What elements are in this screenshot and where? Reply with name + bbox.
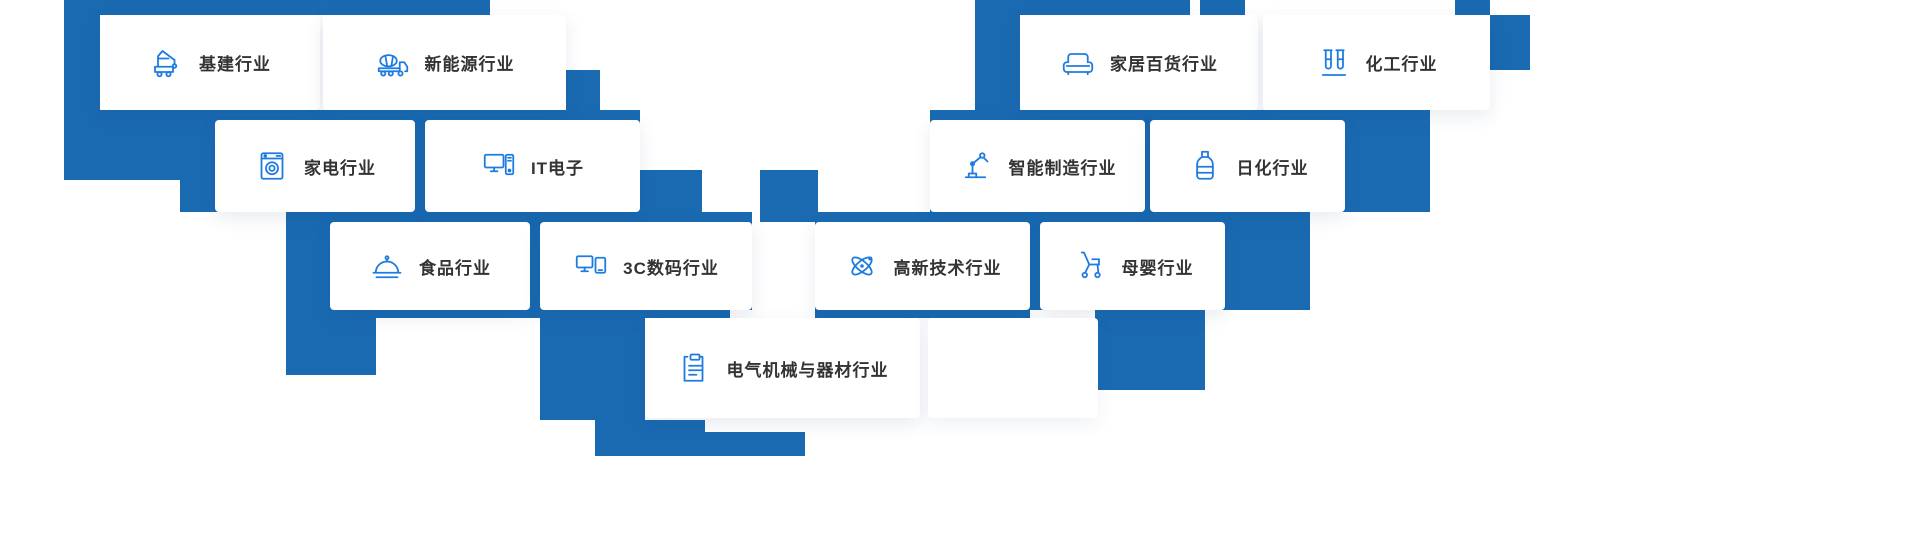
- mixer-truck-icon: [375, 45, 411, 81]
- industry-card-mother-baby[interactable]: 母婴行业: [1040, 222, 1225, 310]
- industry-card-3c-digital[interactable]: 3C数码行业: [540, 222, 752, 310]
- industry-card-it-electronics[interactable]: IT电子: [425, 120, 640, 212]
- industry-card-label: 基建行业: [199, 55, 271, 74]
- industry-card-label: 新能源行业: [424, 55, 515, 74]
- empty-card: [928, 318, 1098, 418]
- robot-arm-icon: [959, 148, 995, 184]
- map-block: [1455, 0, 1490, 15]
- map-block: [815, 310, 1030, 318]
- industry-card-chemical[interactable]: 化工行业: [1263, 15, 1490, 110]
- map-block: [760, 170, 818, 212]
- atom-icon: [844, 248, 880, 284]
- industry-card-label: 家居百货行业: [1110, 55, 1218, 74]
- sofa-icon: [1060, 45, 1096, 81]
- industry-card-label: 母婴行业: [1121, 258, 1194, 278]
- map-block: [64, 110, 180, 180]
- crane-icon: [149, 45, 185, 81]
- industry-card-label: 高新技术行业: [893, 258, 1002, 278]
- stroller-icon: [1072, 248, 1108, 284]
- industry-card-label: 电气机械与器材行业: [726, 360, 889, 380]
- industry-card-label: 家电行业: [304, 158, 376, 178]
- industry-card-new-energy[interactable]: 新能源行业: [323, 15, 566, 110]
- map-block: [540, 310, 645, 420]
- test-tubes-icon: [1316, 45, 1352, 81]
- food-cloche-icon: [369, 248, 405, 284]
- industry-card-daily-chemical[interactable]: 日化行业: [1150, 120, 1345, 212]
- monitors-icon: [573, 248, 609, 284]
- desktop-computer-icon: [481, 148, 517, 184]
- industry-card-label: 3C数码行业: [623, 258, 719, 278]
- industry-card-label: 食品行业: [419, 258, 491, 278]
- industry-card-electrical-machinery[interactable]: 电气机械与器材行业: [645, 318, 920, 418]
- industry-card-food[interactable]: 食品行业: [330, 222, 530, 310]
- industry-card-high-tech[interactable]: 高新技术行业: [815, 222, 1030, 310]
- map-block: [286, 310, 730, 318]
- washing-machine-icon: [254, 148, 290, 184]
- map-block: [705, 432, 805, 456]
- map-block: [975, 0, 1190, 15]
- map-block: [1095, 310, 1205, 390]
- map-block: [566, 70, 600, 110]
- industry-card-infrastructure[interactable]: 基建行业: [100, 15, 320, 110]
- document-icon: [677, 350, 713, 386]
- map-block: [1200, 0, 1245, 15]
- industry-card-home-appliance[interactable]: 家电行业: [215, 120, 415, 212]
- map-block: [1490, 15, 1530, 70]
- map-block: [760, 212, 1310, 222]
- map-block: [64, 0, 100, 110]
- industry-card-smart-manufacturing[interactable]: 智能制造行业: [930, 120, 1145, 212]
- industry-card-label: 智能制造行业: [1008, 158, 1117, 178]
- industry-card-label: 化工行业: [1365, 55, 1438, 74]
- industry-card-label: IT电子: [530, 158, 585, 178]
- map-block: [640, 170, 702, 212]
- lotion-bottle-icon: [1187, 148, 1223, 184]
- map-block: [975, 15, 1020, 110]
- map-block: [286, 318, 376, 375]
- industry-card-label: 日化行业: [1236, 158, 1309, 178]
- industry-card-home-goods[interactable]: 家居百货行业: [1020, 15, 1258, 110]
- map-block: [595, 420, 705, 456]
- map-block: [100, 0, 490, 15]
